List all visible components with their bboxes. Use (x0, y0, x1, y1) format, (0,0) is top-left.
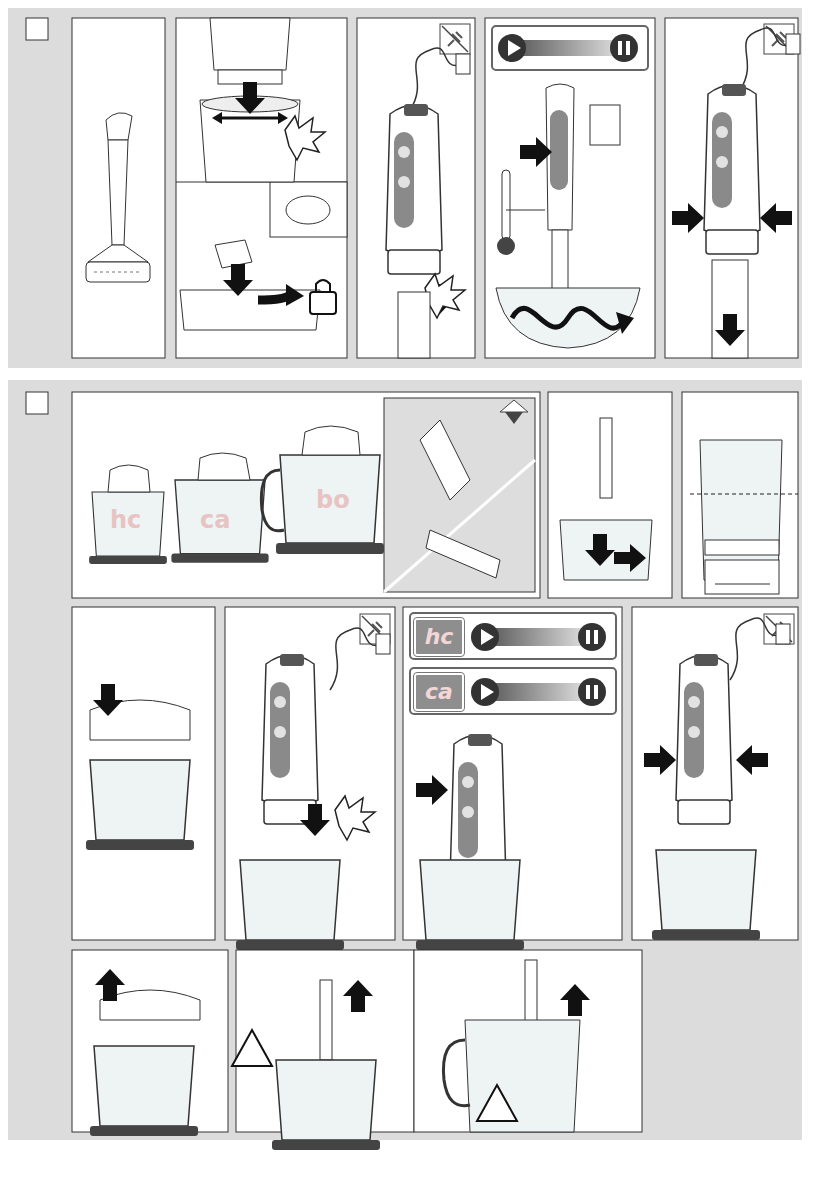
bowl-code: bo (316, 488, 350, 512)
program-code: hc (425, 626, 454, 648)
bowl-code: hc (110, 508, 141, 532)
program-tag: hc (414, 618, 464, 656)
program-tag: ca (414, 673, 464, 711)
program-code: ca (425, 681, 453, 703)
bowl-code: ca (200, 508, 230, 532)
